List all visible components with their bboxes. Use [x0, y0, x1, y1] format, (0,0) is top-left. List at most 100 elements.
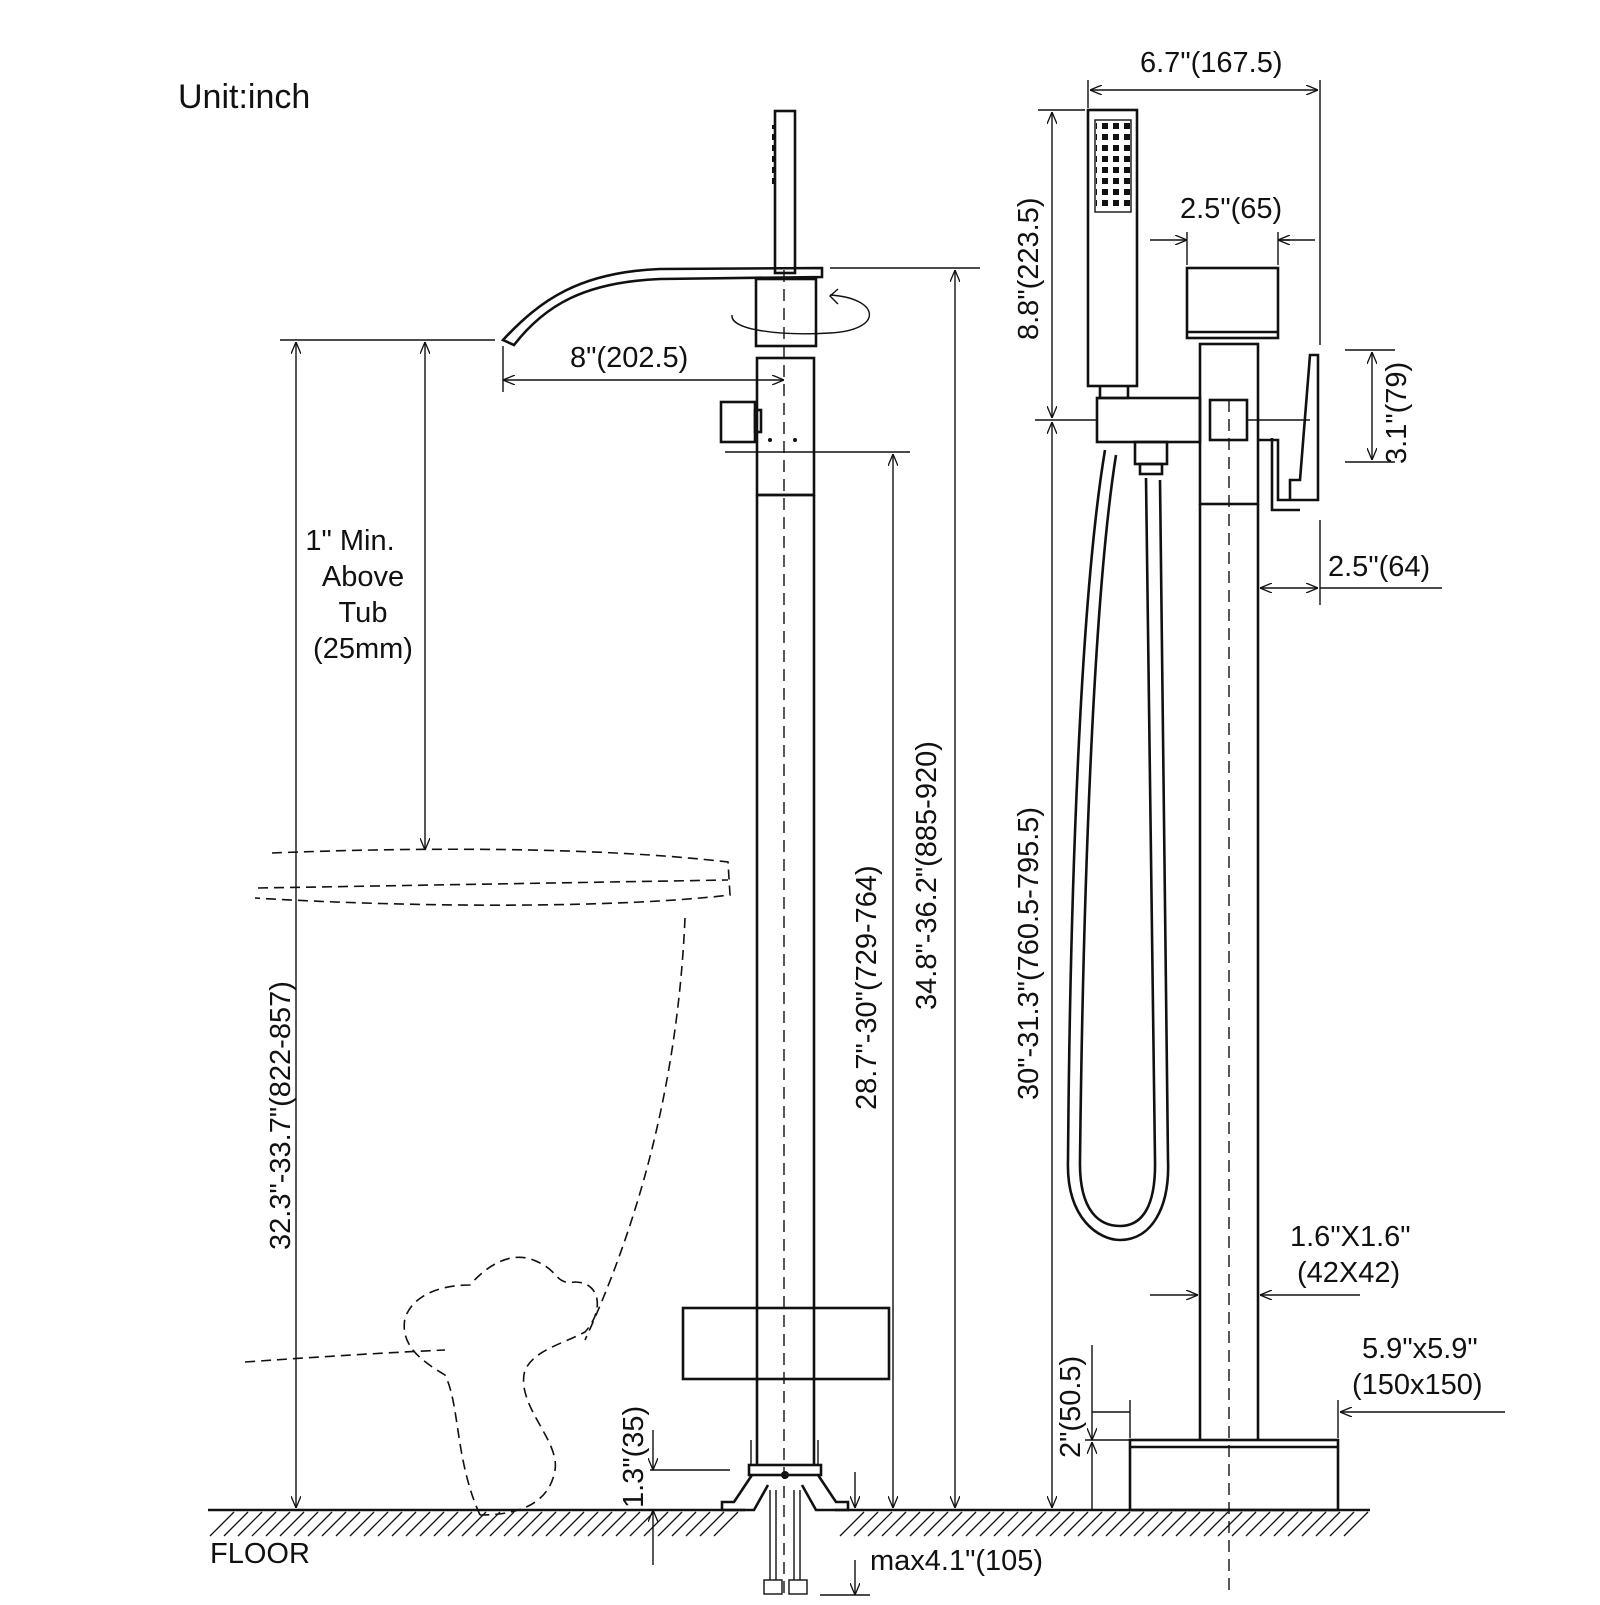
floor-label: FLOOR	[210, 1538, 310, 1570]
body-height-label: 28.7"-30"(729-764)	[851, 865, 883, 1110]
floor-hatch-stroke	[335, 1511, 361, 1537]
bathtub-outline	[244, 848, 731, 1516]
floor-hatch-stroke	[251, 1511, 277, 1537]
floor-hatch-stroke	[405, 1511, 431, 1537]
floor-hatch-stroke	[867, 1511, 893, 1537]
floor-line	[208, 1508, 1370, 1537]
floor-hatch-stroke	[265, 1511, 291, 1537]
min-above-tub-line-2: Above	[322, 561, 404, 593]
floor-hatch-stroke	[895, 1511, 921, 1537]
floor-hatch-stroke	[307, 1511, 333, 1537]
floor-hatch-stroke	[1231, 1511, 1257, 1537]
floor-hatch-stroke	[475, 1511, 501, 1537]
floor-hatch-stroke	[391, 1511, 417, 1537]
floor-hatch-stroke	[1119, 1511, 1145, 1537]
floor-hatch-stroke	[1189, 1511, 1215, 1537]
floor-hatch-stroke	[349, 1511, 375, 1537]
floor-hatch-stroke	[1147, 1511, 1173, 1537]
floor-hatch-stroke	[1329, 1511, 1355, 1537]
floor-hatch-stroke	[377, 1511, 403, 1537]
floor-hatch-stroke	[1091, 1511, 1117, 1537]
floor-hatch-stroke	[433, 1511, 459, 1537]
floor-hatch-stroke	[993, 1511, 1019, 1537]
floor-hatch-stroke	[1259, 1511, 1285, 1537]
floor-hatch-stroke	[1301, 1511, 1327, 1537]
floor-hatch-stroke	[223, 1511, 249, 1537]
left-faucet	[500, 109, 891, 1595]
floor-hatch-stroke	[699, 1511, 725, 1537]
overall-width-label: 6.7"(167.5)	[1140, 47, 1283, 79]
floor-hatch-stroke	[853, 1511, 879, 1537]
floor-hatch-right	[839, 1511, 1369, 1537]
cap-width-label: 2.5"(65)	[1180, 193, 1282, 225]
holder-height-label: 30"-31.3"(760.5-795.5)	[1013, 807, 1045, 1100]
column-size-line-1: 1.6"X1.6"	[1290, 1221, 1411, 1253]
floor-hatch-stroke	[1203, 1511, 1229, 1537]
spout-reach-label: 8"(202.5)	[570, 342, 688, 374]
floor-hatch-stroke	[643, 1511, 669, 1537]
min-above-tub-line-3: Tub	[339, 597, 388, 629]
spout-height-label: 32.3"-33.7"(822-857)	[265, 981, 297, 1250]
handle-height-label: 3.1"(79)	[1381, 362, 1413, 464]
handle-offset-label: 2.5"(64)	[1328, 551, 1430, 583]
floor-hatch-stroke	[629, 1511, 655, 1537]
floor-hatch-stroke	[1273, 1511, 1299, 1537]
total-height-label: 34.8"-36.2"(885-920)	[911, 741, 943, 1010]
floor-hatch-stroke	[839, 1511, 865, 1537]
floor-hatch-stroke	[447, 1511, 473, 1537]
floor-hatch-stroke	[1287, 1511, 1313, 1537]
base-size-line-2: (150x150)	[1352, 1369, 1483, 1401]
floor-hatch-stroke	[503, 1511, 529, 1537]
floor-hatch-stroke	[1133, 1511, 1159, 1537]
floor-hatch-stroke	[671, 1511, 697, 1537]
floor-hatch-stroke	[419, 1511, 445, 1537]
floor-hatch-stroke	[531, 1511, 557, 1537]
min-above-tub-line-4: (25mm)	[313, 633, 413, 665]
floor-hatch-stroke	[461, 1511, 487, 1537]
floor-hatch-stroke	[657, 1511, 683, 1537]
floor-hatch-left	[209, 1511, 739, 1537]
base-height-label: 2"(50.5)	[1055, 1356, 1087, 1458]
pipe-depth-label: max4.1"(105)	[870, 1545, 1043, 1577]
floor-hatch-stroke	[1063, 1511, 1089, 1537]
floor-hatch-stroke	[1105, 1511, 1131, 1537]
base-size-line-1: 5.9"x5.9"	[1362, 1333, 1478, 1365]
floor-hatch-stroke	[1245, 1511, 1271, 1537]
floor-hatch-stroke	[237, 1511, 263, 1537]
floor-hatch-stroke	[1343, 1511, 1369, 1537]
floor-hatch-stroke	[1077, 1511, 1103, 1537]
floor-hatch-stroke	[321, 1511, 347, 1537]
floor-hatch-stroke	[1049, 1511, 1075, 1537]
floor-hatch-stroke	[1315, 1511, 1341, 1537]
unit-label: Unit:inch	[178, 78, 310, 116]
floor-hatch-stroke	[601, 1511, 627, 1537]
right-dimensions: 6.7"(167.5) 2.5"(65) 8.8"(223.5) 30"-31.…	[1013, 47, 1505, 1510]
floor-hatch-stroke	[573, 1511, 599, 1537]
floor-hatch-stroke	[1021, 1511, 1047, 1537]
floor-hatch-stroke	[951, 1511, 977, 1537]
floor-hatch-stroke	[965, 1511, 991, 1537]
floor-hatch-stroke	[559, 1511, 585, 1537]
column-size-line-2: (42X42)	[1297, 1257, 1400, 1289]
floor-hatch-stroke	[909, 1511, 935, 1537]
floor-hatch-stroke	[1217, 1511, 1243, 1537]
floor-hatch-stroke	[1035, 1511, 1061, 1537]
floor-hatch-stroke	[279, 1511, 305, 1537]
floor-hatch-stroke	[881, 1511, 907, 1537]
floor-hatch-stroke	[293, 1511, 319, 1537]
floor-hatch-stroke	[1007, 1511, 1033, 1537]
floor-hatch-stroke	[923, 1511, 949, 1537]
floor-hatch-stroke	[545, 1511, 571, 1537]
floor-hatch-stroke	[363, 1511, 389, 1537]
floor-hatch-stroke	[1161, 1511, 1187, 1537]
floor-hatch-stroke	[1175, 1511, 1201, 1537]
floor-hatch-stroke	[685, 1511, 711, 1537]
floor-hatch-stroke	[517, 1511, 543, 1537]
handshower-height-label: 8.8"(223.5)	[1013, 198, 1045, 341]
floor-hatch-stroke	[587, 1511, 613, 1537]
min-above-tub-line-1: 1" Min.	[305, 525, 394, 557]
floor-hatch-stroke	[209, 1511, 235, 1537]
right-faucet	[1066, 108, 1340, 1595]
